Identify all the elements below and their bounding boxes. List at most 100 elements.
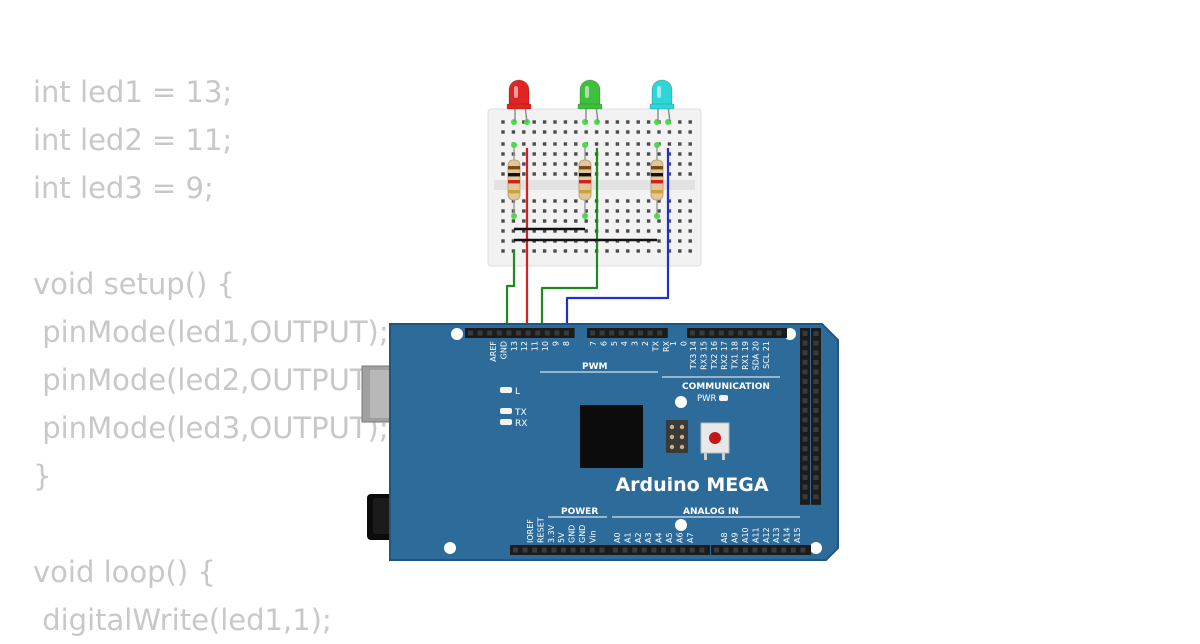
pin-label: A13 [772, 527, 781, 543]
breadboard-hole [636, 130, 640, 134]
breadboard-hole [657, 199, 661, 203]
breadboard-hole [522, 162, 526, 166]
header-top-2 [587, 328, 668, 338]
pin-label: SCL 21 [762, 341, 771, 369]
breadboard-hole [605, 209, 609, 213]
led-tx [500, 408, 512, 414]
header-power [510, 545, 610, 555]
breadboard-hole [646, 209, 651, 213]
breadboard-hole [678, 209, 682, 213]
breadboard-hole [636, 162, 640, 166]
pin-label: A14 [783, 527, 792, 543]
breadboard-hole [678, 142, 682, 146]
breadboard-hole [584, 199, 588, 203]
breadboard-hole [657, 130, 661, 134]
breadboard-hole [553, 120, 557, 124]
breadboard-hole [522, 130, 526, 134]
breadboard-hole [501, 142, 505, 146]
breadboard-hole [542, 172, 547, 176]
breadboard-hole [563, 130, 568, 134]
pin-label: 5 [610, 341, 619, 346]
pin-label: 10 [541, 341, 550, 351]
breadboard-hole [532, 120, 536, 124]
pin-label: 12 [520, 341, 529, 351]
breadboard-hole [563, 162, 568, 166]
pin-label: GND [499, 341, 508, 359]
breadboard-hole [626, 130, 630, 134]
breadboard-hole [563, 219, 568, 223]
breadboard-hole [574, 162, 578, 166]
breadboard-hole [646, 142, 651, 146]
breadboard-hole [626, 229, 630, 233]
pin-label: A3 [644, 532, 653, 543]
breadboard-hole [678, 152, 682, 156]
microcontroller-chip [580, 405, 643, 468]
breadboard-hole [532, 219, 536, 223]
breadboard-hole [532, 209, 536, 213]
breadboard-hole [553, 199, 557, 203]
breadboard-hole [563, 249, 568, 253]
pin-label: 13 [510, 341, 519, 351]
pin-label: 7 [589, 341, 598, 346]
pin-label: 3.3V [547, 524, 556, 543]
resistor [578, 146, 592, 216]
breadboard-hole [574, 152, 578, 156]
breadboard-hole [667, 152, 672, 156]
connected-hole [582, 142, 588, 148]
breadboard-hole [542, 130, 547, 134]
breadboard-hole [667, 209, 672, 213]
breadboard-hole [574, 172, 578, 176]
breadboard-hole [688, 130, 692, 134]
breadboard-hole [646, 152, 651, 156]
led-l-label: L [515, 387, 520, 397]
breadboard-hole [615, 142, 620, 146]
breadboard-hole [532, 229, 536, 233]
pin-label: 0 [679, 341, 688, 346]
pin-label: A1 [623, 532, 632, 543]
breadboard-hole [636, 199, 640, 203]
breadboard-hole [646, 199, 651, 203]
pin-label: 1 [669, 341, 678, 346]
breadboard-hole [574, 142, 578, 146]
breadboard-hole [522, 152, 526, 156]
breadboard-hole [501, 219, 505, 223]
breadboard-hole [688, 142, 692, 146]
pin-label: 8 [562, 341, 571, 346]
breadboard-hole [688, 219, 692, 223]
breadboard-hole [542, 152, 547, 156]
breadboard-hole [553, 172, 557, 176]
breadboard-hole [532, 249, 536, 253]
breadboard-hole [542, 162, 547, 166]
breadboard-hole [605, 162, 609, 166]
breadboard-hole [605, 130, 609, 134]
breadboard-hole [657, 219, 661, 223]
breadboard-hole [553, 249, 557, 253]
breadboard-hole [522, 229, 526, 233]
breadboard-hole [574, 120, 578, 124]
breadboard-hole [563, 172, 568, 176]
power-label: POWER [561, 507, 598, 517]
breadboard-hole [646, 162, 651, 166]
led-pwr [719, 395, 728, 401]
breadboard-hole [626, 120, 630, 124]
pin-label: 6 [599, 341, 608, 346]
breadboard-hole [636, 209, 640, 213]
breadboard-hole [657, 229, 661, 233]
breadboard-hole [646, 130, 651, 134]
breadboard-hole [646, 172, 651, 176]
breadboard-hole [563, 229, 568, 233]
breadboard-hole [615, 130, 620, 134]
breadboard-hole [678, 130, 682, 134]
breadboard-hole [678, 172, 682, 176]
breadboard-hole [615, 162, 620, 166]
green-wire-b [540, 148, 599, 336]
pin-label: A4 [655, 532, 664, 543]
breadboard-hole [688, 209, 692, 213]
code-line: pinMode(led1,OUTPUT); [33, 315, 389, 349]
mount-hole [451, 328, 463, 340]
header-right [811, 328, 821, 505]
pin-label: AREF [489, 341, 498, 362]
breadboard-hole [563, 199, 568, 203]
breadboard-hole [584, 209, 588, 213]
breadboard-hole [605, 142, 609, 146]
